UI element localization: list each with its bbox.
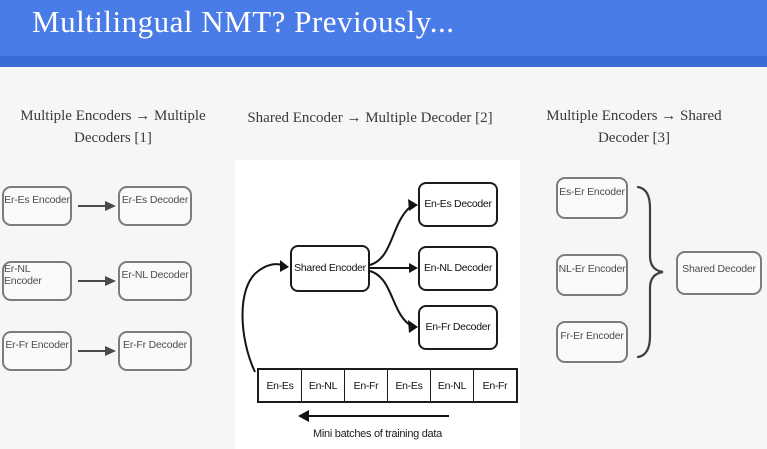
encoder-box: Es-Er Encoder [556, 177, 628, 219]
column-3-title-line1: Multiple Encoders → Shared [546, 108, 722, 124]
decoder-box: En-NL Decoder [418, 246, 498, 291]
decoder-box: En-Es Decoder [418, 182, 498, 227]
batch-cell: En-Fr [345, 370, 388, 401]
encoder-box: Er-Fr Encoder [2, 331, 72, 371]
encoder-box: Er-NL Encoder [2, 261, 72, 301]
column-1-title-line2: Decoders [1] [74, 129, 152, 146]
batch-cell: En-NL [431, 370, 474, 401]
shared-decoder-box: Shared Decoder [676, 251, 762, 295]
brace-icon [636, 185, 664, 359]
header-accent-strip [0, 56, 767, 67]
shared-encoder-box: Shared Encoder [290, 245, 370, 292]
right-arrow-icon [78, 201, 116, 211]
column-3-title: Multiple Encoders → Shared Decoder [3] [534, 106, 734, 150]
right-arrow-icon [78, 276, 116, 286]
batch-cell: En-NL [302, 370, 345, 401]
encoder-box: Fr-Er Encoder [556, 321, 628, 363]
column-1-title-line1: Multiple Encoders → Multiple [20, 108, 206, 124]
shared-encoder-figure: Shared Encoder En-Es Decoder En-NL Decod… [235, 160, 520, 449]
column-3-title-line2: Decoder [3] [597, 129, 671, 146]
batch-cell: En-Es [259, 370, 302, 401]
decoder-box: Er-NL Decoder [118, 261, 192, 301]
batch-cell: En-Es [388, 370, 431, 401]
column-2-title: Shared Encoder → Multiple Decoder [2] [230, 108, 510, 130]
slide-title: Multilingual NMT? Previously... [32, 4, 455, 39]
header-bar: Multilingual NMT? Previously... [0, 0, 767, 67]
column-2-title-line1: Shared Encoder → Multiple Decoder [2] [247, 110, 493, 126]
batch-strip: En-Es En-NL En-Fr En-Es En-NL En-Fr [257, 368, 518, 403]
column-1-title: Multiple Encoders → Multiple Decoders [1… [0, 106, 226, 150]
left-arrow-icon [298, 410, 449, 422]
right-arrow-icon [78, 346, 116, 356]
decoder-box: Er-Es Decoder [118, 186, 192, 226]
decoder-box: En-Fr Decoder [418, 305, 498, 350]
batch-caption: Mini batches of training data [313, 428, 442, 440]
encoder-box: NL-Er Encoder [556, 254, 628, 296]
batch-cell: En-Fr [482, 379, 508, 392]
decoder-box: Er-Fr Decoder [118, 331, 192, 371]
encoder-box: Er-Es Encoder [2, 186, 72, 226]
